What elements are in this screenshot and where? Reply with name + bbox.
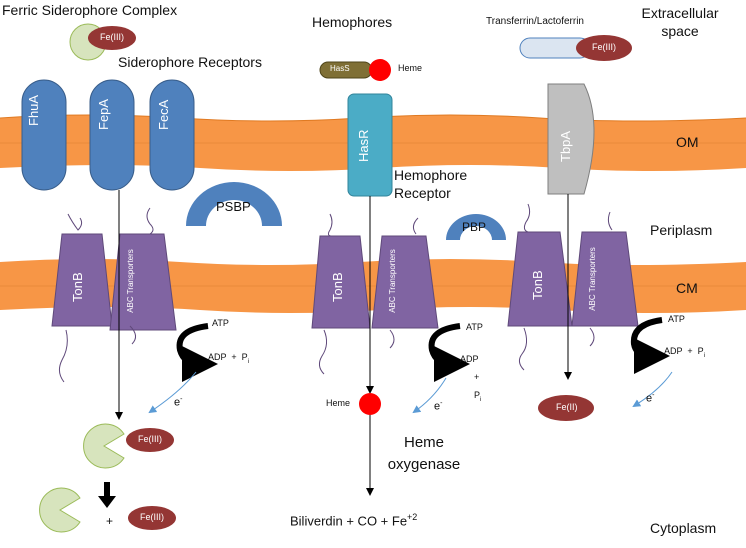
atp-middle: ATP	[466, 322, 483, 332]
region-cm: CM	[676, 280, 698, 296]
tbpa-label: TbpA	[558, 130, 573, 162]
products-label: Biliverdin + CO + Fe+2	[290, 512, 418, 529]
hasr-label: HasR	[356, 129, 371, 162]
psbp-protein	[186, 182, 282, 226]
cytoplasm-fe2	[538, 395, 594, 421]
abc-left	[109, 233, 177, 331]
electron-left: e-	[174, 396, 183, 409]
abc-middle-label: ABC Transporters	[388, 249, 397, 313]
tonb-left-label: TonB	[70, 272, 85, 302]
region-om: OM	[676, 134, 699, 150]
abc-right	[571, 231, 639, 327]
abc-left-label: ABC Transporters	[126, 249, 135, 313]
atp-left: ATP	[212, 318, 229, 328]
fepa-receptor	[89, 79, 135, 191]
fe3-cytoplasm-label: Fe(III)	[138, 434, 162, 444]
hasa-protein	[319, 59, 391, 81]
feca-label: FecA	[156, 99, 171, 130]
adp-middle: ADP	[460, 354, 479, 364]
feca-receptor	[149, 79, 195, 191]
fe3-transferrin-label: Fe(III)	[592, 42, 616, 52]
siderophore-receptors-title: Siderophore Receptors	[118, 54, 262, 70]
atp-hydrolysis-arrows	[176, 317, 670, 382]
region-cytoplasm: Cytoplasm	[650, 520, 717, 536]
ferric-siderophore-cytoplasm	[83, 423, 174, 469]
pbp-label: PBP	[462, 220, 487, 234]
electron-arrows	[148, 371, 673, 414]
tonb-tails	[58, 203, 613, 383]
transferrin-title: Transferrin/Lactoferrin	[486, 16, 584, 27]
ferric-siderophore-top	[69, 23, 136, 61]
fhua-label: FhuA	[26, 94, 41, 126]
abc-middle	[371, 235, 439, 329]
released-siderophore	[39, 487, 81, 533]
fe3-released-label: Fe(III)	[140, 512, 164, 522]
region-extracellular: Extracellular space	[641, 5, 719, 39]
plus-cytoplasm: +	[106, 514, 114, 528]
abc-right-label: ABC Transporters	[588, 247, 597, 311]
cytoplasm-heme	[359, 393, 381, 415]
electron-right: e-	[646, 392, 655, 405]
pbp-protein	[446, 214, 506, 240]
fe3-top-label: Fe(III)	[100, 32, 124, 42]
has-label: HasS	[330, 64, 350, 73]
plus-middle: +	[474, 372, 480, 382]
fepa-label: FepA	[96, 98, 111, 130]
region-periplasm: Periplasm	[650, 222, 713, 238]
adp-left: ADP + Pi	[208, 352, 249, 365]
tbpa-receptor	[547, 83, 595, 195]
tonb-middle-label: TonB	[330, 272, 345, 302]
heme-cytoplasm-label: Heme	[326, 398, 351, 408]
released-fe3	[128, 506, 176, 530]
atp-right: ATP	[668, 314, 685, 324]
pi-middle: Pi	[474, 390, 482, 403]
release-arrow	[98, 482, 116, 508]
tonb-right-label: TonB	[530, 270, 545, 300]
adp-right: ADP + Pi	[664, 346, 705, 359]
fe2-label: Fe(II)	[556, 402, 578, 412]
psbp-label: PSBP	[216, 199, 251, 214]
hemophore-receptor-title: Hemophore Receptor	[394, 167, 468, 201]
heme-top-label: Heme	[398, 63, 423, 73]
hemophores-title: Hemophores	[312, 14, 393, 30]
transferrin-protein	[519, 35, 632, 61]
fhua-receptor	[21, 79, 67, 191]
ferric-siderophore-complex-title: Ferric Siderophore Complex	[2, 2, 178, 18]
electron-middle: e-	[434, 400, 443, 413]
heme-oxygenase-label: Heme oxygenase	[387, 434, 461, 473]
